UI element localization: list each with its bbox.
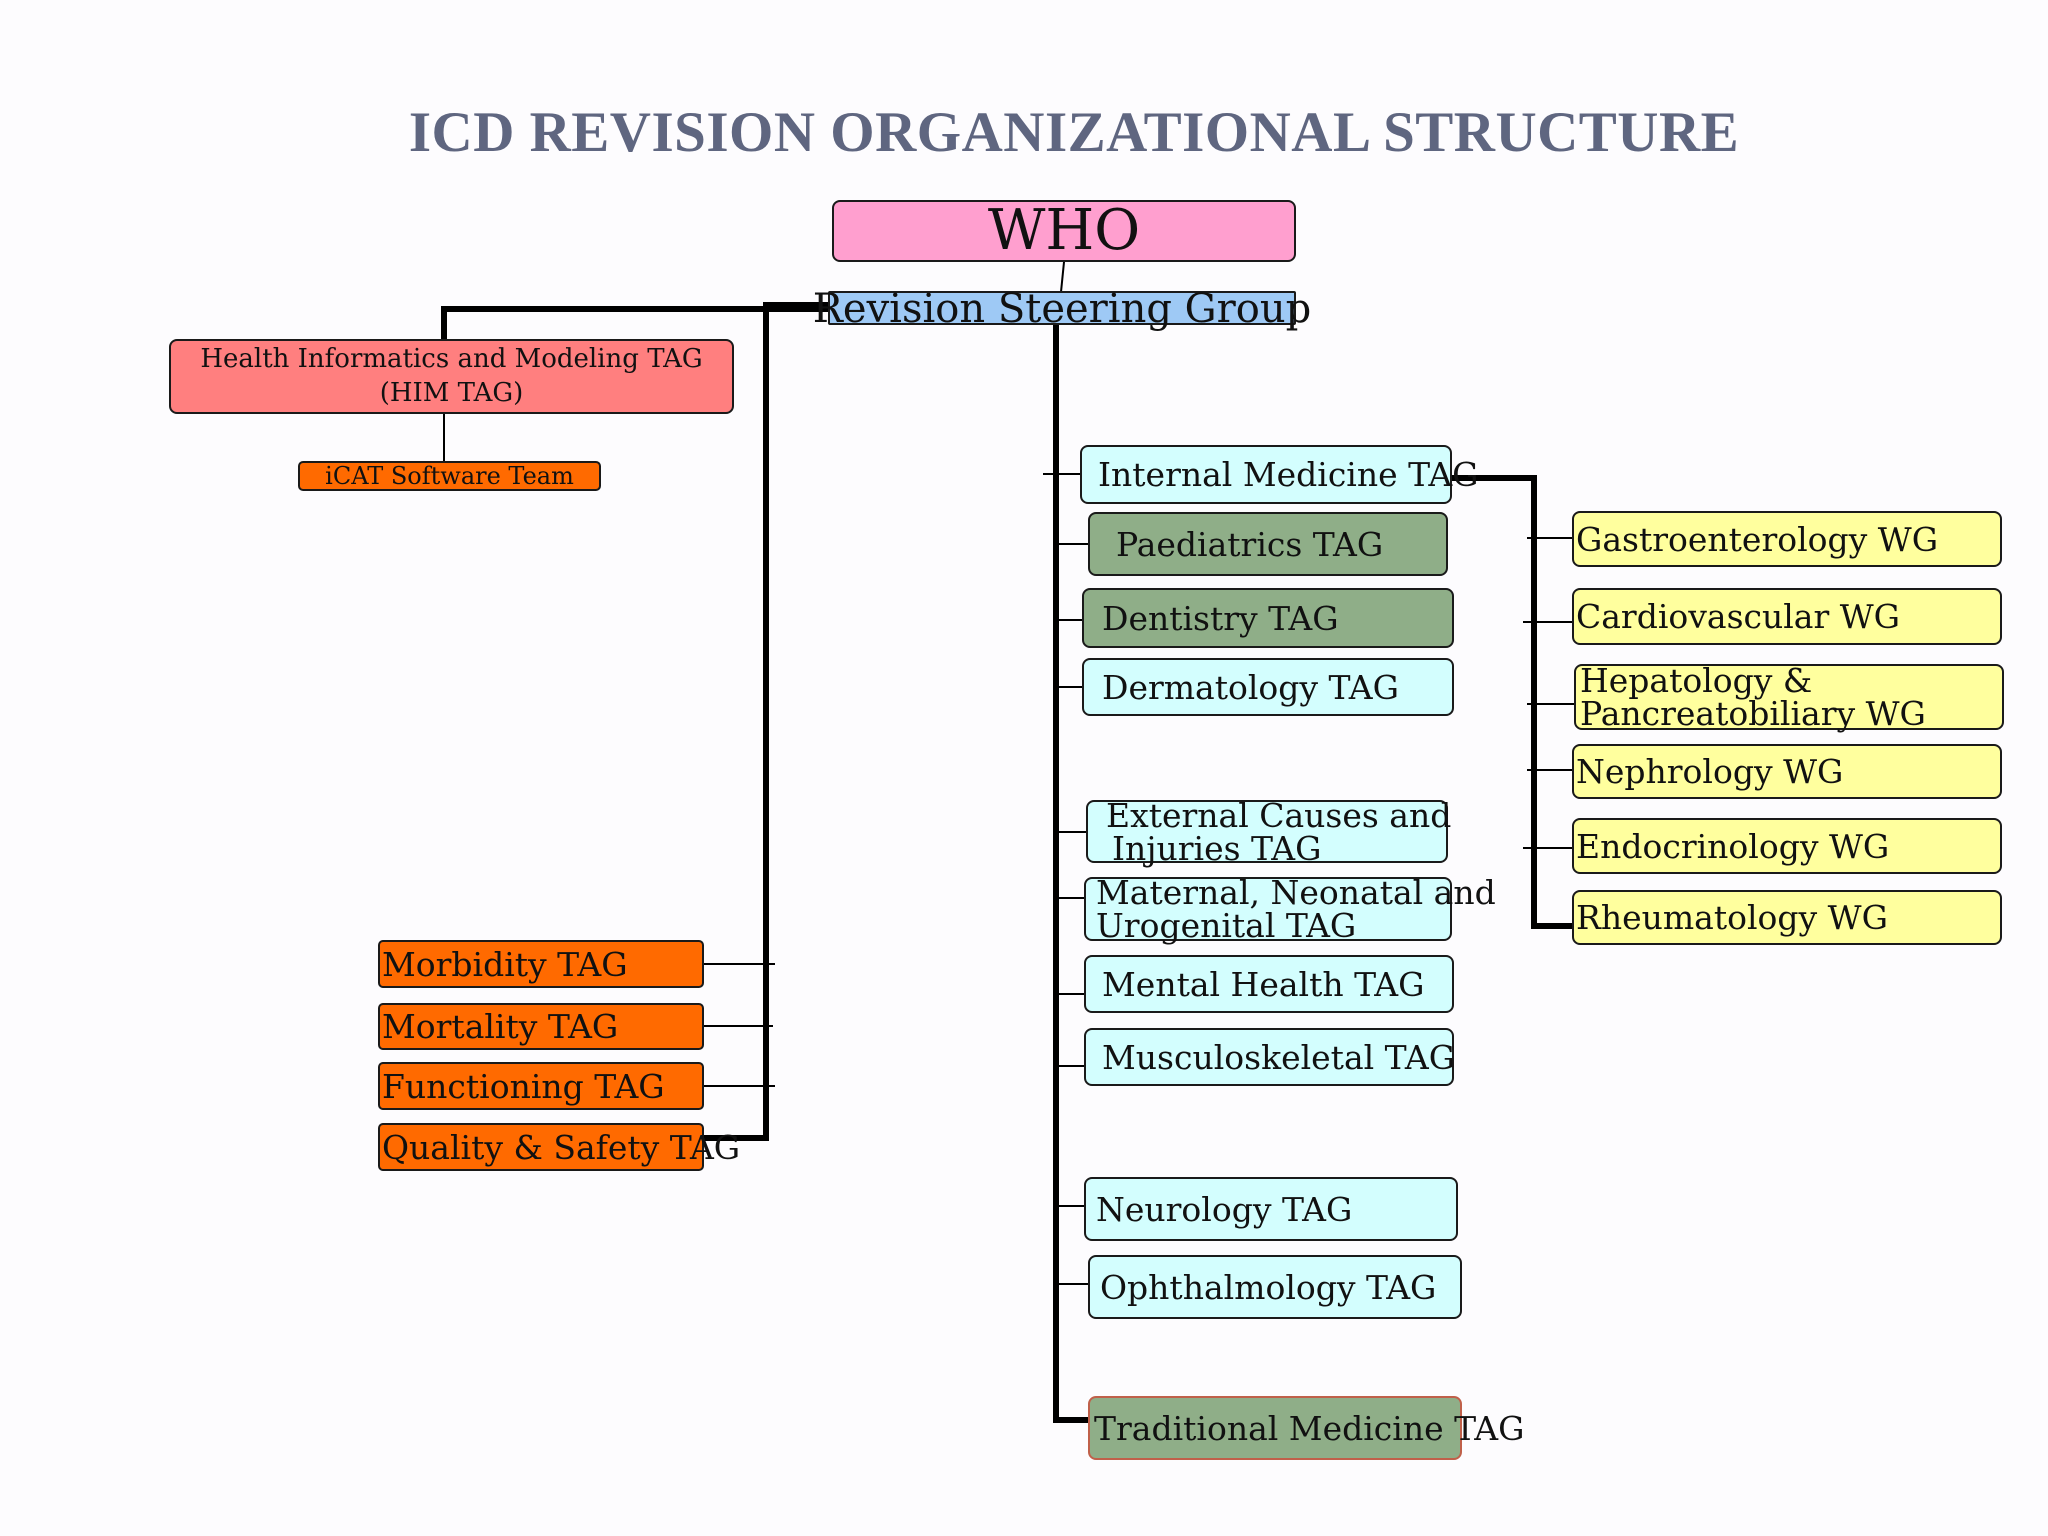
steering-group-box: Revision Steering Group xyxy=(813,289,1311,329)
steering-group-label: Revision Steering Group xyxy=(812,286,1312,332)
external-causes-tag-line1: External Causes and xyxy=(1106,795,1452,835)
maternal-tag-line1: Maternal, Neonatal and xyxy=(1096,873,1496,912)
endocrinology-wg-box: Endocrinology WG xyxy=(1572,818,2002,874)
hepatology-wg-line1: Hepatology & xyxy=(1580,661,1813,700)
nephrology-wg-label: Nephrology WG xyxy=(1576,752,1844,791)
rheumatology-wg-box: Rheumatology WG xyxy=(1572,890,2002,945)
icat-team-label: iCAT Software Team xyxy=(325,462,574,490)
morbidity-tag-label: Morbidity TAG xyxy=(382,944,628,984)
external-causes-tag-box: External Causes and Injuries TAG xyxy=(1086,795,1452,868)
traditional-medicine-tag-box: Traditional Medicine TAG xyxy=(1088,1396,1525,1460)
functioning-tag-label: Functioning TAG xyxy=(382,1066,665,1106)
mortality-tag-box: Mortality TAG xyxy=(378,1003,704,1050)
nephrology-wg-box: Nephrology WG xyxy=(1572,744,2002,799)
external-causes-tag-line2: Injuries TAG xyxy=(1112,828,1322,868)
ophthalmology-tag-box: Ophthalmology TAG xyxy=(1088,1255,1462,1319)
traditional-medicine-tag-label: Traditional Medicine TAG xyxy=(1094,1408,1525,1448)
mental-health-tag-label: Mental Health TAG xyxy=(1102,964,1425,1004)
musculoskeletal-tag-label: Musculoskeletal TAG xyxy=(1102,1037,1456,1077)
icat-team-box: iCAT Software Team xyxy=(298,461,601,491)
who-box: WHO xyxy=(832,200,1296,262)
cardiovascular-wg-box: Cardiovascular WG xyxy=(1572,588,2002,645)
musculoskeletal-tag-box: Musculoskeletal TAG xyxy=(1084,1028,1456,1086)
neurology-tag-label: Neurology TAG xyxy=(1096,1189,1353,1229)
endocrinology-wg-label: Endocrinology WG xyxy=(1576,826,1890,866)
functioning-tag-box: Functioning TAG xyxy=(378,1062,704,1110)
maternal-tag-box: Maternal, Neonatal and Urogenital TAG xyxy=(1084,876,1496,945)
dentistry-tag-box: Dentistry TAG xyxy=(1082,588,1454,648)
him-tag-line1: Health Informatics and Modeling TAG xyxy=(200,343,703,374)
neurology-tag-box: Neurology TAG xyxy=(1084,1177,1458,1241)
cardiovascular-wg-label: Cardiovascular WG xyxy=(1576,597,1901,636)
morbidity-tag-box: Morbidity TAG xyxy=(378,940,704,988)
rheumatology-wg-label: Rheumatology WG xyxy=(1576,898,1888,937)
paediatrics-tag-label: Paediatrics TAG xyxy=(1116,524,1384,564)
gastroenterology-wg-label: Gastroenterology WG xyxy=(1576,519,1939,559)
internal-medicine-tag-label: Internal Medicine TAG xyxy=(1098,455,1479,494)
quality-safety-tag-label: Quality & Safety TAG xyxy=(382,1127,741,1167)
ophthalmology-tag-label: Ophthalmology TAG xyxy=(1100,1267,1437,1307)
dermatology-tag-label: Dermatology TAG xyxy=(1102,667,1399,707)
hepatology-wg-box: Hepatology & Pancreatobiliary WG xyxy=(1574,664,2004,730)
maternal-tag-line2: Urogenital TAG xyxy=(1096,906,1357,945)
him-tag-box: Health Informatics and Modeling TAG (HIM… xyxy=(169,339,734,414)
paediatrics-tag-box: Paediatrics TAG xyxy=(1088,512,1448,576)
mortality-tag-label: Mortality TAG xyxy=(382,1007,619,1046)
who-label: WHO xyxy=(987,198,1141,263)
page-title: ICD REVISION ORGANIZATIONAL STRUCTURE xyxy=(408,101,1740,164)
quality-safety-tag-box: Quality & Safety TAG xyxy=(378,1123,740,1171)
dentistry-tag-label: Dentistry TAG xyxy=(1102,598,1339,638)
internal-medicine-tag-box: Internal Medicine TAG xyxy=(1080,445,1479,504)
dermatology-tag-box: Dermatology TAG xyxy=(1082,658,1454,716)
him-tag-line2: (HIM TAG) xyxy=(379,377,524,408)
mental-health-tag-box: Mental Health TAG xyxy=(1084,955,1454,1013)
gastroenterology-wg-box: Gastroenterology WG xyxy=(1572,511,2002,567)
hepatology-wg-line2: Pancreatobiliary WG xyxy=(1580,694,1926,733)
